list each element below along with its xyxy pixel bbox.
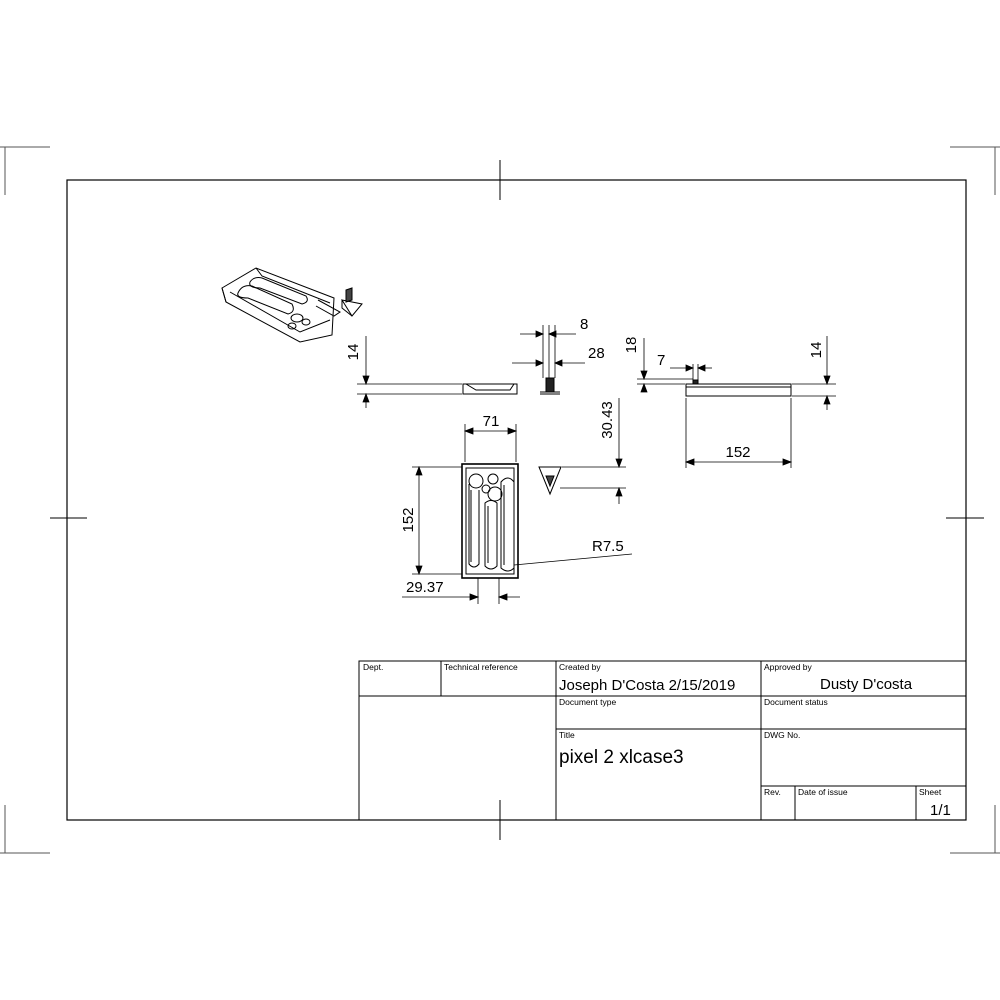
dimension-14-left	[357, 336, 462, 408]
date-of-issue-label: Date of issue	[798, 787, 848, 797]
dept-label: Dept.	[363, 662, 383, 672]
created-by-value: Joseph D'Costa 2/15/2019	[559, 677, 735, 694]
title-block	[358, 660, 967, 821]
sheet-value: 1/1	[930, 802, 951, 819]
title-label: Title	[559, 730, 575, 740]
dim-8-label: 8	[580, 316, 588, 333]
technical-reference-label: Technical reference	[444, 662, 518, 672]
sheet-label: Sheet	[919, 787, 942, 797]
dimension-30-43	[560, 398, 626, 504]
dimension-152-horizontal	[684, 398, 793, 468]
dim-r7-5-label: R7.5	[592, 538, 624, 555]
dim-14-right-label: 14	[808, 342, 825, 359]
rev-label: Rev.	[764, 787, 781, 797]
dim-28-label: 28	[588, 345, 605, 362]
dim-18-label: 18	[623, 337, 640, 354]
title-value: pixel 2 xlcase3	[559, 747, 684, 768]
dimension-8-28	[512, 325, 585, 378]
approved-by-value: Dusty D'costa	[820, 676, 913, 693]
top-view	[461, 463, 519, 579]
dim-30-43-label: 30.43	[599, 401, 616, 439]
title-block-text: Dept. Technical reference Created by Jos…	[363, 662, 951, 819]
dim-7-label: 7	[657, 352, 665, 369]
dimension-29-37	[402, 578, 520, 604]
corner-marks	[0, 146, 1000, 854]
center-marks	[50, 160, 984, 840]
dwg-no-label: DWG No.	[764, 730, 800, 740]
clip-view	[538, 466, 562, 496]
dimension-152-vertical	[412, 465, 462, 576]
dim-14-left-label: 14	[345, 344, 362, 361]
dim-152-vertical-label: 152	[400, 507, 417, 532]
pin-view	[540, 377, 560, 395]
dimension-71	[463, 424, 518, 462]
approved-by-label: Approved by	[764, 662, 812, 672]
dimension-18-7	[637, 338, 712, 393]
isometric-clip	[340, 287, 363, 317]
side-view	[685, 379, 792, 397]
dim-71-label: 71	[483, 413, 500, 430]
created-by-label: Created by	[559, 662, 601, 672]
dim-29-37-label: 29.37	[406, 579, 444, 596]
document-type-label: Document type	[559, 697, 616, 707]
dimension-r7-5	[513, 553, 633, 566]
dim-152-horizontal-label: 152	[725, 444, 750, 461]
isometric-view	[221, 267, 341, 343]
document-status-label: Document status	[764, 697, 828, 707]
dimension-14-right	[792, 336, 836, 410]
front-profile-view	[462, 383, 518, 395]
